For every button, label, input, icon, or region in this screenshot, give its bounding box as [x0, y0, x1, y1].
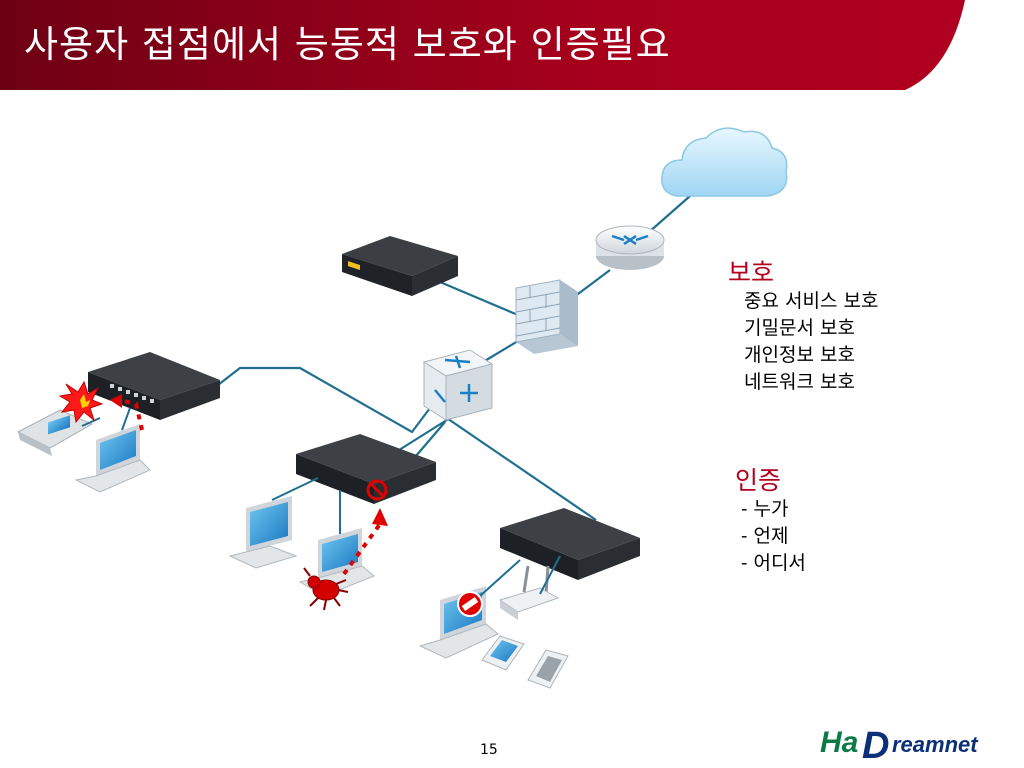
protection-panel: 보호 중요 서비스 보호 기밀문서 보호 개인정보 보호 네트워크 보호: [728, 258, 878, 396]
attack-burst-icon: [58, 380, 104, 424]
attack-arrow-head: [110, 394, 122, 408]
server-appliance-icon: [342, 236, 458, 296]
title-bar: 사용자 접점에서 능동적 보호와 인증필요: [0, 0, 1024, 90]
protection-item: 기밀문서 보호: [744, 317, 855, 339]
wireless-ap-icon: [498, 565, 560, 620]
authentication-heading: 인증: [735, 466, 782, 495]
network-diagram: [16, 127, 788, 689]
router-icon: [595, 225, 665, 270]
no-access-icon: [457, 591, 483, 617]
smartphone-icon: [481, 635, 525, 671]
block-sign-icon: [366, 479, 388, 501]
access-switch-right-icon: [500, 508, 640, 580]
ip-phone-icon: [16, 409, 94, 456]
protection-item: 네트워크 보호: [744, 371, 855, 393]
slide-title: 사용자 접점에서 능동적 보호와 인증필요: [24, 23, 671, 66]
protection-heading: 보호: [728, 258, 775, 287]
desktop-pc-icon: [228, 496, 298, 569]
page-number: 15: [480, 742, 498, 758]
laptop-left-icon: [74, 424, 151, 493]
access-switch-center-icon: [296, 434, 436, 504]
company-logo: Ha D reamnet: [820, 725, 979, 766]
title-background: [0, 0, 965, 90]
logo-text-right: reamnet: [892, 732, 979, 757]
internet-cloud-icon: [661, 127, 788, 197]
tablet-icon: [527, 649, 569, 689]
logo-text-left: Ha: [820, 726, 858, 759]
authentication-panel: 인증 - 누가 - 언제 - 어디서: [735, 466, 806, 577]
authentication-item: - 누가: [741, 498, 789, 520]
attack-path-arrow: [119, 398, 144, 431]
protection-item: 중요 서비스 보호: [744, 290, 879, 312]
access-switch-left-icon: [88, 352, 220, 420]
virus-bug-icon: [303, 567, 349, 611]
layer3-switch-icon: [422, 349, 494, 421]
blocked-arrow-head: [372, 508, 388, 526]
protection-item: 개인정보 보호: [744, 344, 855, 366]
logo-text-d: D: [862, 725, 889, 766]
authentication-item: - 언제: [741, 525, 789, 547]
authentication-item: - 어디서: [741, 552, 806, 574]
laptop-blocked-icon: [418, 586, 499, 659]
firewall-icon: [515, 279, 578, 354]
